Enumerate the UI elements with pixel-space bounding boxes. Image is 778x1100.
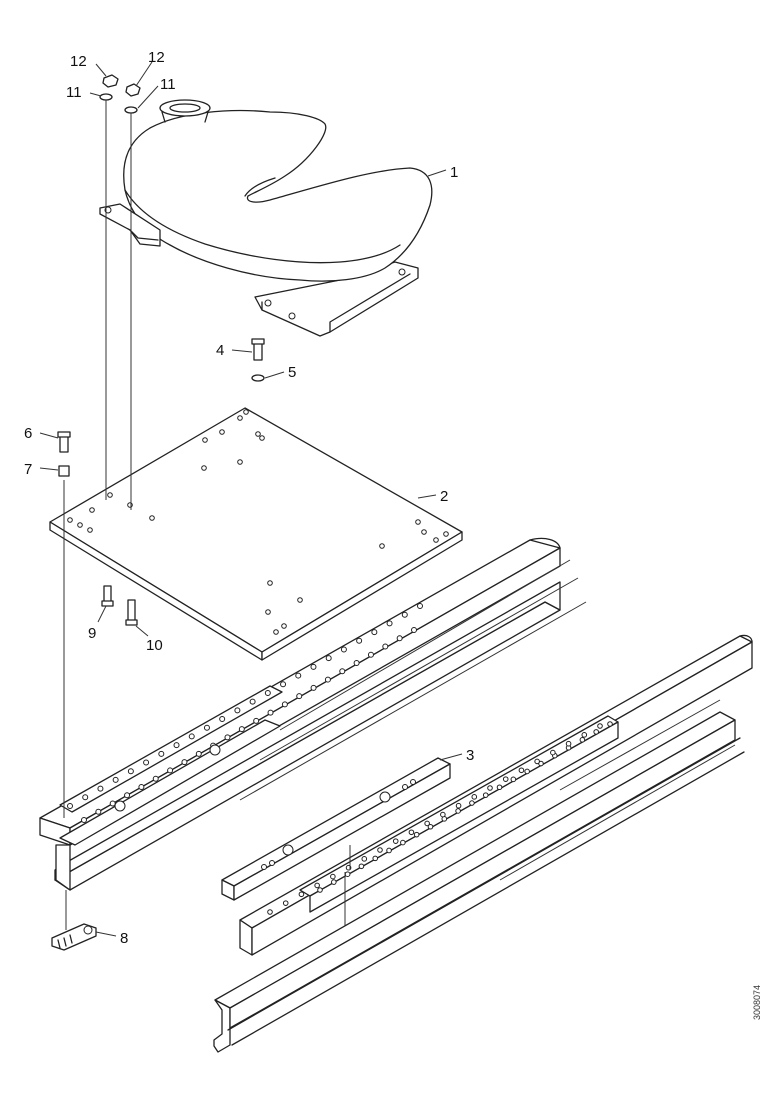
nut-12-left [102, 74, 119, 88]
right-rail-assembly [213, 634, 753, 1053]
callout-10: 10 [146, 637, 163, 654]
callout-12-right: 12 [148, 49, 165, 66]
callout-12-left: 12 [70, 53, 87, 70]
drawing-code: 3008074 [752, 984, 762, 1020]
callout-3: 3 [466, 747, 474, 764]
washer-11-left [99, 93, 113, 101]
callout-4: 4 [216, 342, 224, 359]
fasteners [51, 74, 265, 951]
nut-12-right [125, 83, 141, 97]
washer-7 [58, 465, 70, 477]
callout-11-right: 11 [160, 76, 176, 93]
callout-5: 5 [288, 364, 296, 381]
bolt-6 [59, 435, 69, 453]
callout-2: 2 [440, 488, 448, 505]
washer-11-right [124, 106, 138, 114]
callout-6: 6 [24, 425, 32, 442]
callout-1: 1 [450, 164, 458, 181]
nut-5 [251, 374, 265, 382]
callout-9: 9 [88, 625, 96, 642]
callout-11-left: 11 [66, 84, 82, 101]
leader-lines [39, 61, 463, 937]
callouts: 1 2 3 4 5 6 7 8 9 10 11 11 12 12 [24, 49, 474, 947]
mounting-plate [49, 407, 463, 661]
callout-7: 7 [24, 461, 32, 478]
bolt-4 [253, 341, 263, 361]
seat-cushion [99, 99, 433, 337]
left-rail-assembly [39, 537, 587, 891]
callout-8: 8 [120, 930, 128, 947]
